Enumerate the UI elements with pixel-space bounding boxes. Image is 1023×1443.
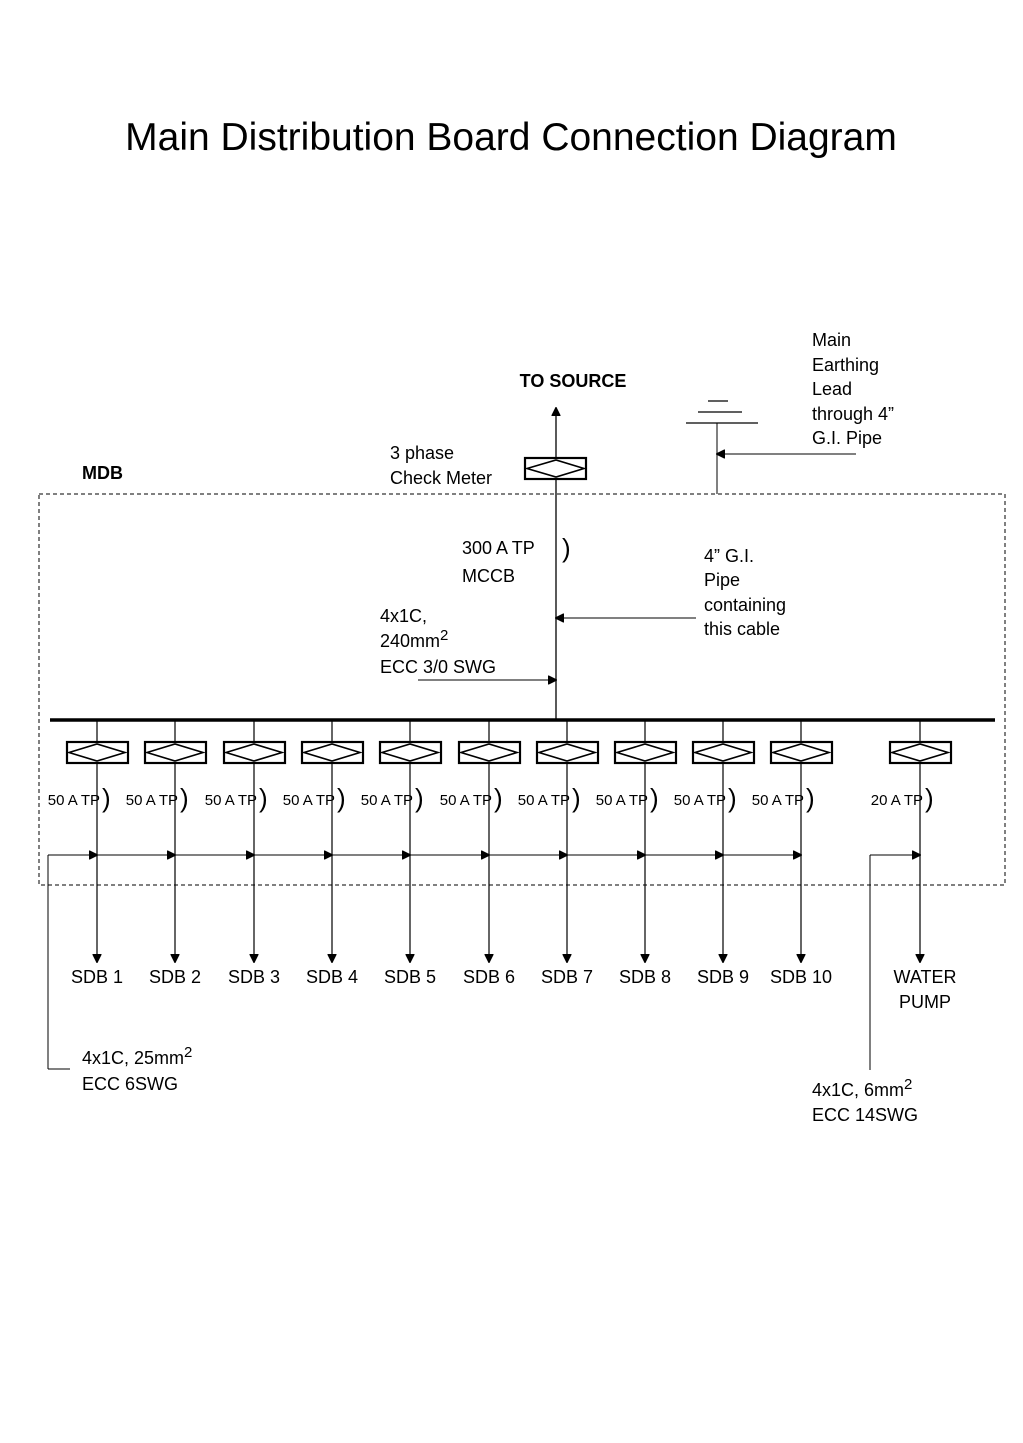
feeder-breaker-diamond xyxy=(889,743,951,762)
feeder-circuit: 50 A TP) SDB 1 xyxy=(48,721,130,987)
feeder-load-label: SDB 6 xyxy=(463,967,515,987)
feeder-breaker-box xyxy=(378,740,443,765)
to-source-label: TO SOURCE xyxy=(520,371,627,391)
check-meter-symbol xyxy=(523,456,588,481)
feeder-rating-label: 50 A TP xyxy=(48,792,100,809)
feeder-breaker-box xyxy=(300,740,365,765)
feeder-load-label: SDB 2 xyxy=(149,967,201,987)
feeder-circuit: 50 A TP) SDB 2 xyxy=(126,721,208,987)
feeder-breaker-diamond xyxy=(301,743,363,762)
feeder-breaker-diamond xyxy=(692,743,754,762)
feeder-breaker-symbol: ) xyxy=(102,783,111,813)
feeder-rating-label: 50 A TP xyxy=(596,792,648,809)
feeder-circuit: 50 A TP) SDB 4 xyxy=(283,721,365,987)
feeder-rating-label: 20 A TP xyxy=(871,792,923,809)
mdb-label: MDB xyxy=(82,463,123,483)
mdb-enclosure xyxy=(38,493,1006,886)
feeder-breaker-diamond xyxy=(379,743,441,762)
feeder-breaker-symbol: ) xyxy=(337,783,346,813)
feeder-load-label: SDB 4 xyxy=(306,967,358,987)
feeder-breaker-box xyxy=(691,740,756,765)
feeder-breaker-box xyxy=(613,740,678,765)
left-cable-label: 4x1C, 25mm2 ECC 6SWG xyxy=(82,1041,197,1094)
feeder-breaker-box xyxy=(535,740,600,765)
right-cable-label: 4x1C, 6mm2 ECC 14SWG xyxy=(812,1073,918,1125)
feeder-breaker-symbol: ) xyxy=(650,783,659,813)
feeder-circuit: 50 A TP) SDB 3 xyxy=(205,721,287,987)
feeder-breaker-diamond xyxy=(458,743,520,762)
feeder-rating-label: 50 A TP xyxy=(283,792,335,809)
feeder-breaker-diamond xyxy=(223,743,285,762)
earth-symbol xyxy=(686,400,758,494)
feeder-rating-label: 50 A TP xyxy=(518,792,570,809)
feeder-breaker-diamond xyxy=(536,743,598,762)
feeder-load-label: SDB 3 xyxy=(228,967,280,987)
feeder-breaker-symbol: ) xyxy=(806,783,815,813)
feeder-breaker-box xyxy=(888,740,953,765)
check-meter-label: 3 phase Check Meter xyxy=(390,443,492,488)
mccb-breaker-symbol: ) xyxy=(562,533,571,563)
feeder-breaker-symbol: ) xyxy=(180,783,189,813)
feeder-load-label: SDB 8 xyxy=(619,967,671,987)
gi-pipe-label: 4” G.I. Pipe containing this cable xyxy=(704,546,791,639)
page-title: Main Distribution Board Connection Diagr… xyxy=(125,116,897,159)
feeder-load-label: SDB 10 xyxy=(770,967,832,987)
feeder-rating-label: 50 A TP xyxy=(674,792,726,809)
feeder-breaker-box xyxy=(65,740,130,765)
feeder-breaker-symbol: ) xyxy=(494,783,503,813)
feeder-circuit: 50 A TP) SDB 7 xyxy=(518,721,600,987)
feeder-breaker-symbol: ) xyxy=(925,783,934,813)
feeder-load-label: SDB 5 xyxy=(384,967,436,987)
feeder-breaker-box xyxy=(222,740,287,765)
feeder-breaker-symbol: ) xyxy=(415,783,424,813)
feeder-load-label: SDB 7 xyxy=(541,967,593,987)
feeder-group: 50 A TP)SDB 150 A TP)SDB 250 A TP)SDB 35… xyxy=(48,721,957,1012)
feeder-circuit: 50 A TP) SDB 10 xyxy=(752,721,834,987)
left-cable-bracket xyxy=(47,855,70,1070)
feeder-circuit: 50 A TP) SDB 5 xyxy=(361,721,443,987)
feeder-load-label: SDB 9 xyxy=(697,967,749,987)
feeder-circuit: 50 A TP) SDB 6 xyxy=(440,721,522,987)
feeder-breaker-box xyxy=(143,740,208,765)
feeder-breaker-diamond xyxy=(614,743,676,762)
feeder-breaker-box xyxy=(769,740,834,765)
feeder-breaker-diamond xyxy=(144,743,206,762)
feeder-breaker-diamond xyxy=(770,743,832,762)
incoming-cable-label: 4x1C, 240mm2 ECC 3/0 SWG xyxy=(380,606,496,677)
feeder-circuit: 50 A TP) SDB 9 xyxy=(674,721,756,987)
feeder-breaker-symbol: ) xyxy=(259,783,268,813)
mccb-label: 300 A TP MCCB xyxy=(462,538,539,586)
feeder-circuit: 50 A TP) SDB 8 xyxy=(596,721,678,987)
earthing-lead-label: Main Earthing Lead through 4” G.I. Pipe xyxy=(812,330,899,448)
feeder-rating-label: 50 A TP xyxy=(752,792,804,809)
feeder-rating-label: 50 A TP xyxy=(126,792,178,809)
feeder-breaker-symbol: ) xyxy=(572,783,581,813)
feeder-breaker-diamond xyxy=(66,743,128,762)
feeder-rating-label: 50 A TP xyxy=(361,792,413,809)
feeder-breaker-symbol: ) xyxy=(728,783,737,813)
feeder-load-label: SDB 1 xyxy=(71,967,123,987)
feeder-breaker-box xyxy=(457,740,522,765)
feeder-rating-label: 50 A TP xyxy=(205,792,257,809)
feeder-rating-label: 50 A TP xyxy=(440,792,492,809)
